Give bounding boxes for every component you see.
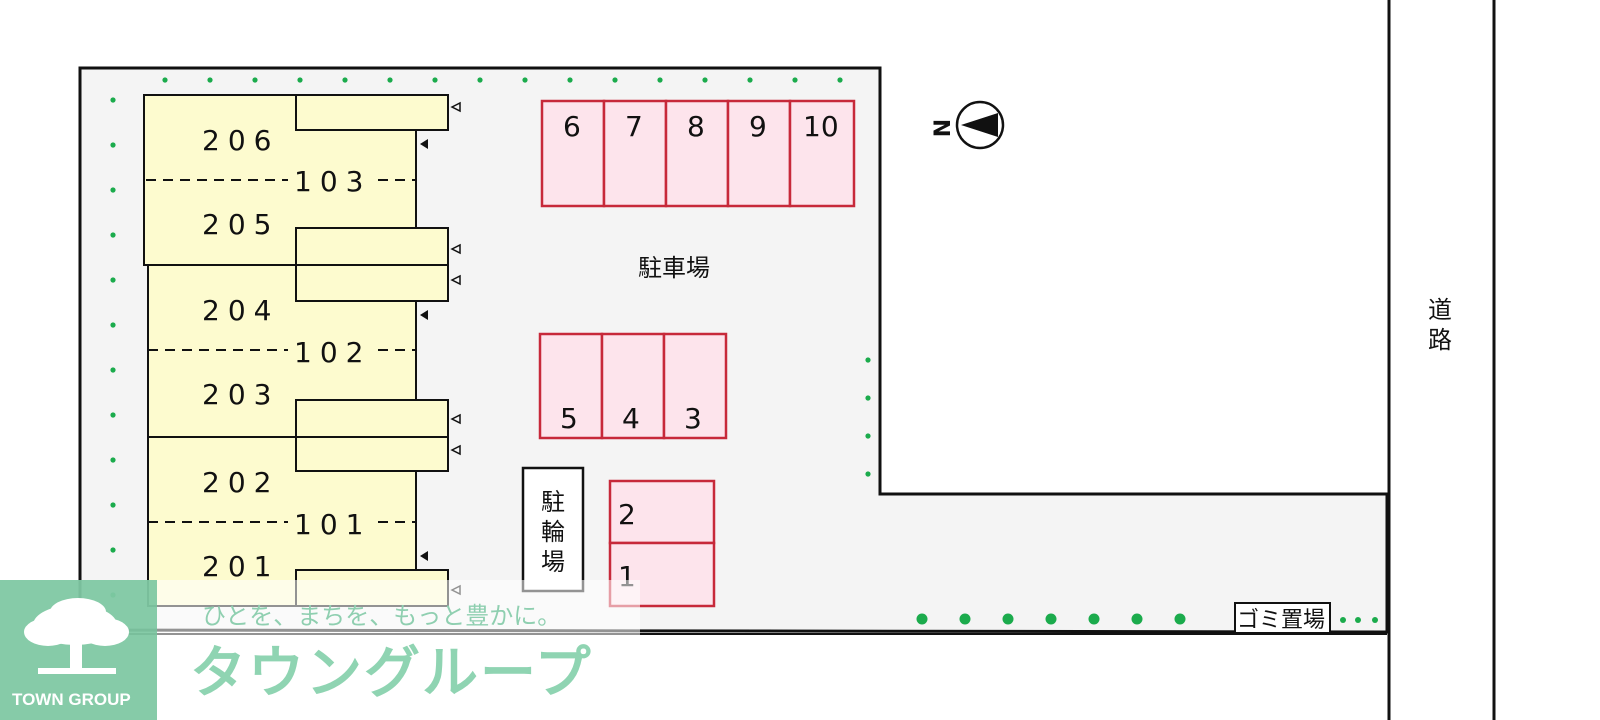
brand-slogan: ひとを、まちを、もっと豊かに。 xyxy=(202,602,561,630)
hedge-dot xyxy=(1174,613,1186,625)
hedge-dot xyxy=(1088,613,1100,625)
hedge-dot xyxy=(567,77,573,83)
bicycle-parking-label-3: 場 xyxy=(541,548,565,576)
hedge-dot xyxy=(477,77,483,83)
hedge-dot xyxy=(252,77,258,83)
hedge-dot xyxy=(110,142,116,148)
hedge-dot xyxy=(865,471,871,477)
parking-space-8 xyxy=(664,99,730,208)
hedge-dot xyxy=(1355,617,1361,623)
hedge-dot xyxy=(297,77,303,83)
parking-area-label: 駐車場 xyxy=(638,254,710,282)
parking-space-6 xyxy=(540,99,606,208)
hedge-dot xyxy=(959,613,971,625)
hedge-dot xyxy=(657,77,663,83)
hedge-dot xyxy=(342,77,348,83)
parking-space-5-label: 5 xyxy=(560,402,578,435)
parking-space-6-label: 6 xyxy=(563,110,581,143)
slogan-band xyxy=(157,580,640,720)
bicycle-parking xyxy=(521,466,585,593)
building-block-top xyxy=(143,94,449,266)
unit-204-label: 204 xyxy=(202,294,279,327)
hedge-dot xyxy=(110,547,116,553)
bicycle-parking-label-2: 輪 xyxy=(541,518,565,546)
hedge-dot xyxy=(110,457,116,463)
hedge-dot xyxy=(110,277,116,283)
hedge-dot xyxy=(1131,613,1143,625)
hedge-dot xyxy=(612,77,618,83)
parking-space-7 xyxy=(602,99,668,208)
parking-space-3-label: 3 xyxy=(684,402,702,435)
hedge-dot xyxy=(110,322,116,328)
brand-name: タウングループ xyxy=(190,641,593,706)
road-label-2: 路 xyxy=(1428,326,1452,354)
road-label-1: 道 xyxy=(1428,296,1452,324)
hedge-dot xyxy=(837,77,843,83)
unit-102-label: 102 xyxy=(294,336,371,369)
hedge-dot xyxy=(747,77,753,83)
hedge-dot xyxy=(110,367,116,373)
hedge-dot xyxy=(865,357,871,363)
north-compass-icon: N xyxy=(931,100,1005,150)
logo-text: TOWN GROUP xyxy=(12,690,131,709)
hedge-dot xyxy=(387,77,393,83)
building-block-middle xyxy=(147,264,449,438)
hedge-dot xyxy=(865,395,871,401)
parking-space-9-label: 9 xyxy=(749,110,767,143)
hedge-dot xyxy=(1045,613,1057,625)
parking-space-4 xyxy=(600,332,666,440)
hedge-dot xyxy=(207,77,213,83)
garbage-area-label: ゴミ置場 xyxy=(1237,608,1325,633)
unit-101-label: 101 xyxy=(294,508,371,541)
north-letter: N xyxy=(931,119,956,137)
parking-space-4-label: 4 xyxy=(622,402,640,435)
parking-space-3 xyxy=(662,332,728,440)
unit-203-label: 203 xyxy=(202,378,279,411)
hedge-dot xyxy=(162,77,168,83)
unit-205-label: 205 xyxy=(202,208,279,241)
hedge-dot xyxy=(110,412,116,418)
hedge-dot xyxy=(522,77,528,83)
hedge-dot xyxy=(1340,617,1346,623)
bicycle-parking-label-1: 駐 xyxy=(541,488,565,516)
parking-space-10-label: 10 xyxy=(803,110,839,143)
hedge-dot xyxy=(916,613,928,625)
hedge-dot xyxy=(110,187,116,193)
hedge-dot xyxy=(110,502,116,508)
hedge-dot xyxy=(702,77,708,83)
tree-icon xyxy=(24,598,129,674)
hedge-dot xyxy=(432,77,438,83)
parking-space-2-label: 2 xyxy=(618,498,636,531)
hedge-dot xyxy=(1372,617,1378,623)
parking-space-7-label: 7 xyxy=(625,110,643,143)
hedge-dot xyxy=(865,433,871,439)
hedge-dot xyxy=(110,97,116,103)
hedge-dots xyxy=(110,77,1378,625)
hedge-dot xyxy=(1002,613,1014,625)
hedge-dot xyxy=(792,77,798,83)
parking-space-10 xyxy=(788,99,856,208)
parking-space-8-label: 8 xyxy=(687,110,705,143)
unit-206-label: 206 xyxy=(202,124,279,157)
garbage-area xyxy=(1234,602,1331,634)
unit-202-label: 202 xyxy=(202,466,279,499)
floor-dividers xyxy=(146,179,416,523)
unit-201-label: 201 xyxy=(202,550,279,583)
hedge-dot xyxy=(110,232,116,238)
unit-103-label: 103 xyxy=(294,165,371,198)
branding-watermark: TOWN GROUP ひとを、まちを、もっと豊かに。 タウングループ xyxy=(0,580,640,720)
